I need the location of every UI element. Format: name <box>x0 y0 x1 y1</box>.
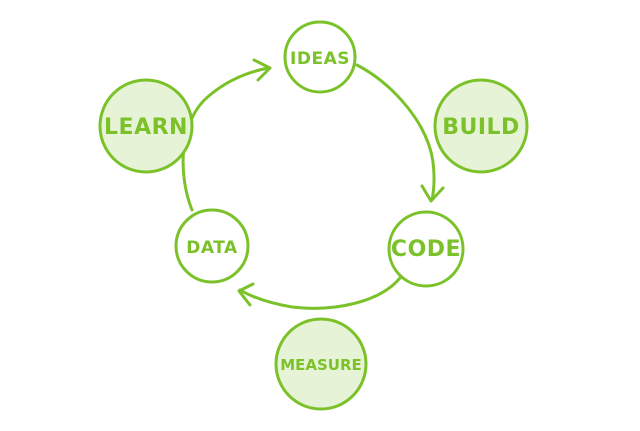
arrowhead-data <box>237 282 255 307</box>
node-code-label: CODE <box>391 237 461 262</box>
arrowhead-ideas <box>252 58 272 82</box>
node-code: CODE <box>387 210 465 288</box>
node-ideas: IDEAS <box>283 20 357 94</box>
node-build: BUILD <box>433 78 529 174</box>
cycle-arrows <box>181 58 445 310</box>
arrowhead-code <box>420 184 445 203</box>
node-data: DATA <box>174 208 250 284</box>
node-learn-label: LEARN <box>104 115 188 140</box>
node-build-label: BUILD <box>442 115 520 140</box>
arrow-ideas-to-code <box>355 63 436 202</box>
node-ideas-label: IDEAS <box>290 49 350 69</box>
node-learn: LEARN <box>98 78 194 174</box>
node-data-label: DATA <box>186 238 238 258</box>
arrow-code-to-data <box>238 276 402 310</box>
node-measure-label: MEASURE <box>280 356 362 374</box>
node-measure: MEASURE <box>274 317 368 411</box>
arrow-data-to-ideas <box>181 66 270 212</box>
